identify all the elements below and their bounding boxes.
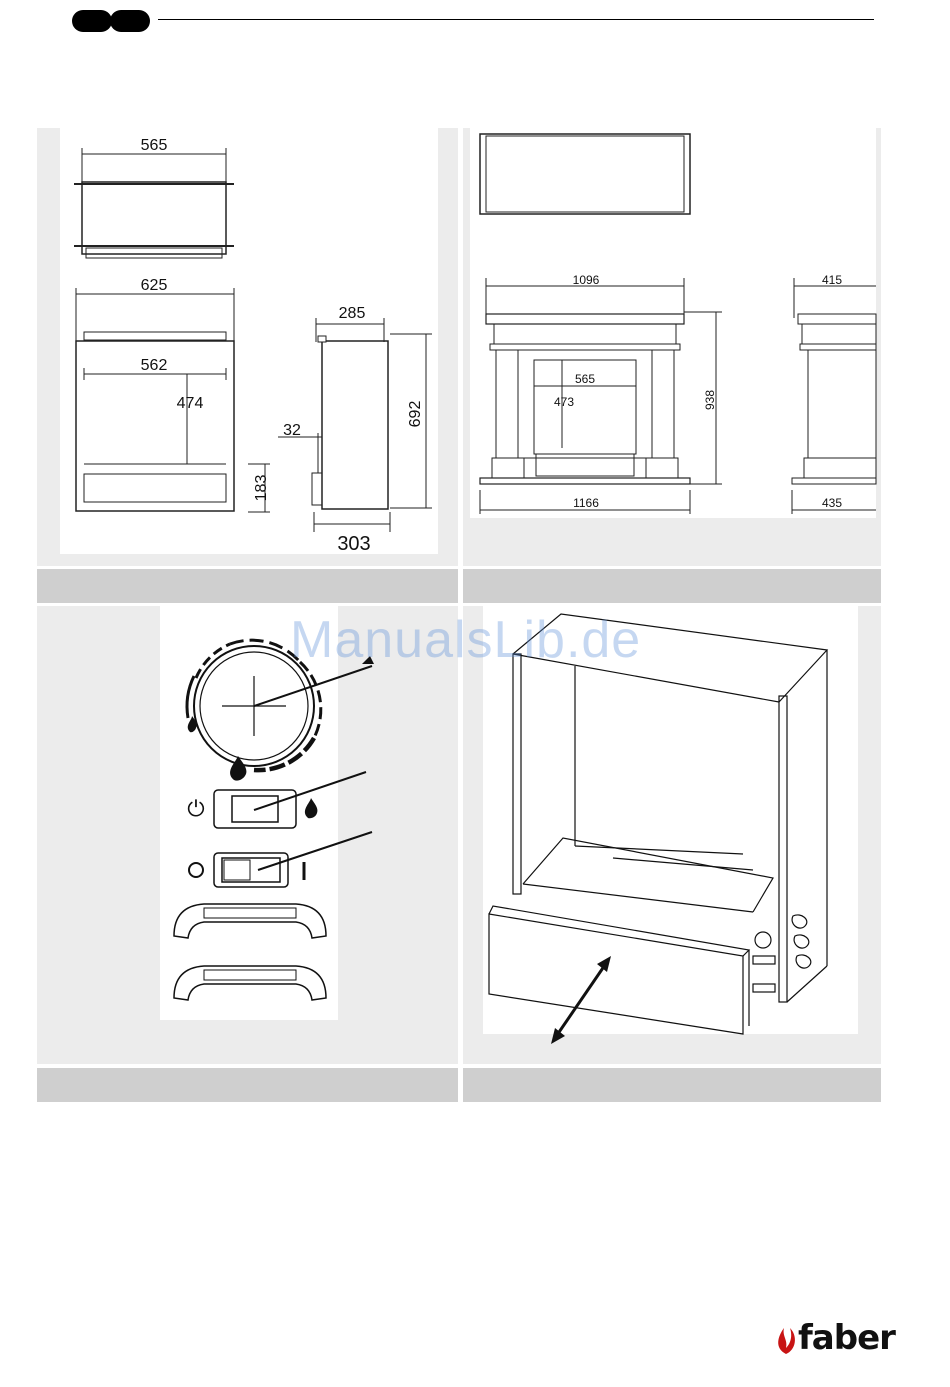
dim-1166: 1166 [573, 496, 599, 510]
dim-1096: 1096 [573, 273, 600, 287]
caption-bar-1 [37, 569, 458, 603]
watermark-text: ManualsLib.de [290, 610, 641, 670]
dim-692: 692 [407, 401, 424, 428]
header-rule [158, 19, 874, 20]
drawer-removal-drawing [483, 606, 858, 1034]
flame-logo-icon [778, 1328, 795, 1354]
large-flame-icon [230, 756, 246, 781]
faber-logo: faber [772, 1318, 884, 1358]
flame-icon [305, 798, 318, 818]
dim-565: 565 [141, 137, 168, 154]
dim-474: 474 [177, 395, 204, 412]
insert-dimension-drawing: 565 625 562 474 183 285 692 32 303 [60, 128, 438, 554]
dim-625: 625 [141, 277, 168, 294]
dim-183: 183 [253, 475, 270, 502]
dim-435: 435 [822, 496, 842, 510]
brand-name: faber [798, 1318, 895, 1358]
dim-938: 938 [703, 390, 717, 410]
language-badge-1 [72, 10, 112, 32]
dim-562: 562 [141, 357, 168, 374]
dim-415: 415 [822, 273, 842, 287]
dim-303: 303 [337, 533, 370, 555]
power-icon: ⏻ [187, 796, 204, 821]
caption-bar-3 [37, 1068, 458, 1102]
dim-285: 285 [339, 305, 366, 322]
dim-473: 473 [554, 395, 574, 409]
mantel-dimension-drawing: 1096 565 473 938 1166 415 435 [470, 128, 876, 518]
language-badge-2 [110, 10, 150, 32]
dim-565-opening: 565 [575, 372, 595, 386]
dim-32: 32 [283, 422, 301, 439]
caption-bar-2 [463, 569, 881, 603]
caption-bar-4 [463, 1068, 881, 1102]
